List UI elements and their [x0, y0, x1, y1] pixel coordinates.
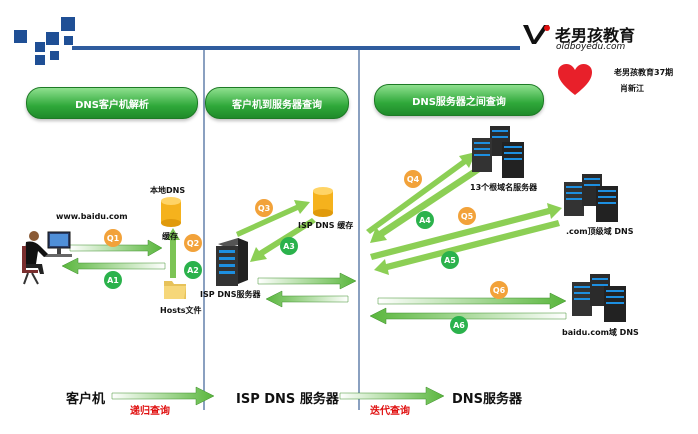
bottom-client: 客户机: [66, 392, 106, 407]
header-client: DNS客户机解析: [26, 87, 198, 119]
note-line-2: 肖新江: [620, 84, 644, 93]
logo-mark: [521, 22, 551, 48]
badge-q6: Q6: [490, 281, 508, 299]
badge-a2: A2: [184, 261, 202, 279]
domain-label: www.baidu.com: [56, 212, 128, 221]
header-client-to-server: 客户机到服务器查询: [205, 87, 349, 119]
root-servers-label: 13个根域名服务器: [470, 183, 538, 192]
client-user-icon: [14, 226, 74, 288]
com-servers-label: .com顶级域 DNS: [566, 227, 634, 236]
baidu-servers-label: baidu.com域 DNS: [562, 328, 639, 337]
badge-a4: A4: [416, 211, 434, 229]
badge-a3: A3: [280, 237, 298, 255]
folder-icon: [162, 276, 188, 302]
baidu-servers-icon: [568, 272, 630, 324]
hosts-label: Hosts文件: [160, 306, 202, 315]
local-dns-label: 本地DNS: [150, 186, 186, 195]
isp-cache-icon: [312, 186, 334, 218]
note-line-1: 老男孩教育37期: [614, 68, 674, 77]
isp-server-icon: [212, 238, 250, 288]
badge-q3: Q3: [255, 199, 273, 217]
divider-right: [358, 50, 360, 410]
header-server-to-server: DNS服务器之间查询: [374, 84, 544, 116]
badge-a1: A1: [104, 271, 122, 289]
divider-left: [203, 50, 205, 410]
isp-cache-label: ISP DNS 缓存: [298, 221, 354, 230]
logo-brand: 老男孩教育: [555, 26, 636, 45]
badge-a5: A5: [441, 251, 459, 269]
badge-q4: Q4: [404, 170, 422, 188]
logo-squares: [0, 0, 90, 70]
top-rule: [72, 46, 520, 50]
heart-icon: [557, 63, 593, 97]
cache-label: 缓存: [162, 232, 178, 241]
bottom-dns: DNS服务器: [452, 392, 523, 407]
logo-url: oldboyedu.com: [556, 42, 626, 52]
local-cache-icon: [160, 196, 182, 228]
isp-server-label: ISP DNS服务器: [200, 290, 261, 299]
bottom-iterative: 迭代查询: [370, 406, 410, 417]
com-servers-icon: [560, 172, 622, 224]
root-servers-icon: [468, 124, 528, 180]
bottom-recursive: 递归查询: [130, 406, 170, 417]
badge-q5: Q5: [458, 207, 476, 225]
badge-q1: Q1: [104, 229, 122, 247]
badge-q2: Q2: [184, 234, 202, 252]
badge-a6: A6: [450, 316, 468, 334]
bottom-isp: ISP DNS 服务器: [236, 392, 339, 407]
